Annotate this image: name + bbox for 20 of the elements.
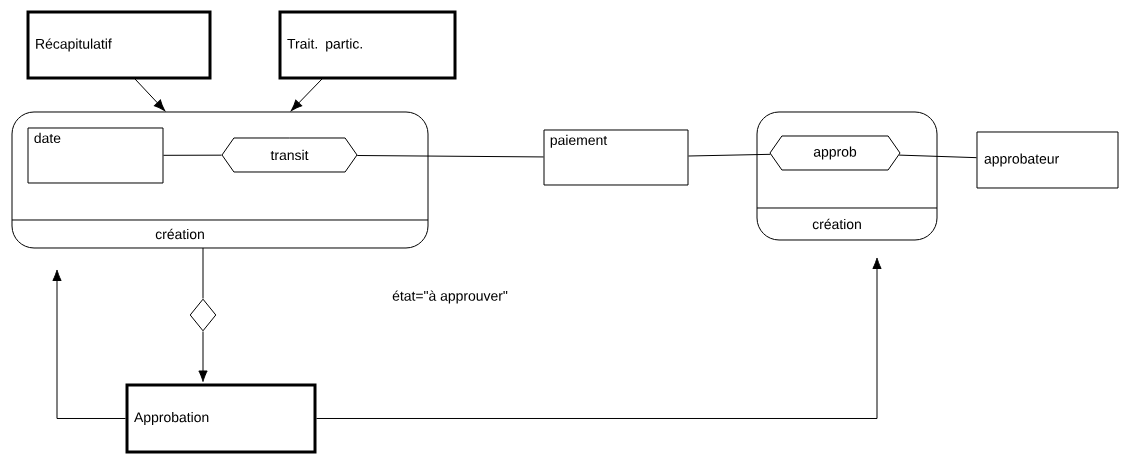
entity-box: paiement: [543, 129, 689, 186]
decision-diamond: [189, 298, 217, 332]
relation-hexagon: approb: [769, 135, 901, 171]
process-box: Approbation: [125, 383, 317, 454]
entity-box: date: [27, 127, 164, 184]
process-box: Trait. partic.: [278, 10, 457, 80]
entity-box: approbateur: [976, 131, 1119, 189]
connector: [163, 154, 222, 156]
relation-hexagon: transit: [221, 137, 358, 173]
connector: [688, 153, 771, 157]
connector: [52, 269, 126, 419]
condition-label: état="à approuver": [392, 290, 508, 304]
connector: [290, 78, 323, 112]
connector: [134, 78, 166, 112]
connector: [198, 331, 208, 382]
connector: [316, 257, 882, 419]
connector: [898, 154, 977, 159]
connector: [202, 247, 204, 299]
process-box: Récapitulatif: [26, 10, 212, 80]
connector: [356, 155, 544, 158]
